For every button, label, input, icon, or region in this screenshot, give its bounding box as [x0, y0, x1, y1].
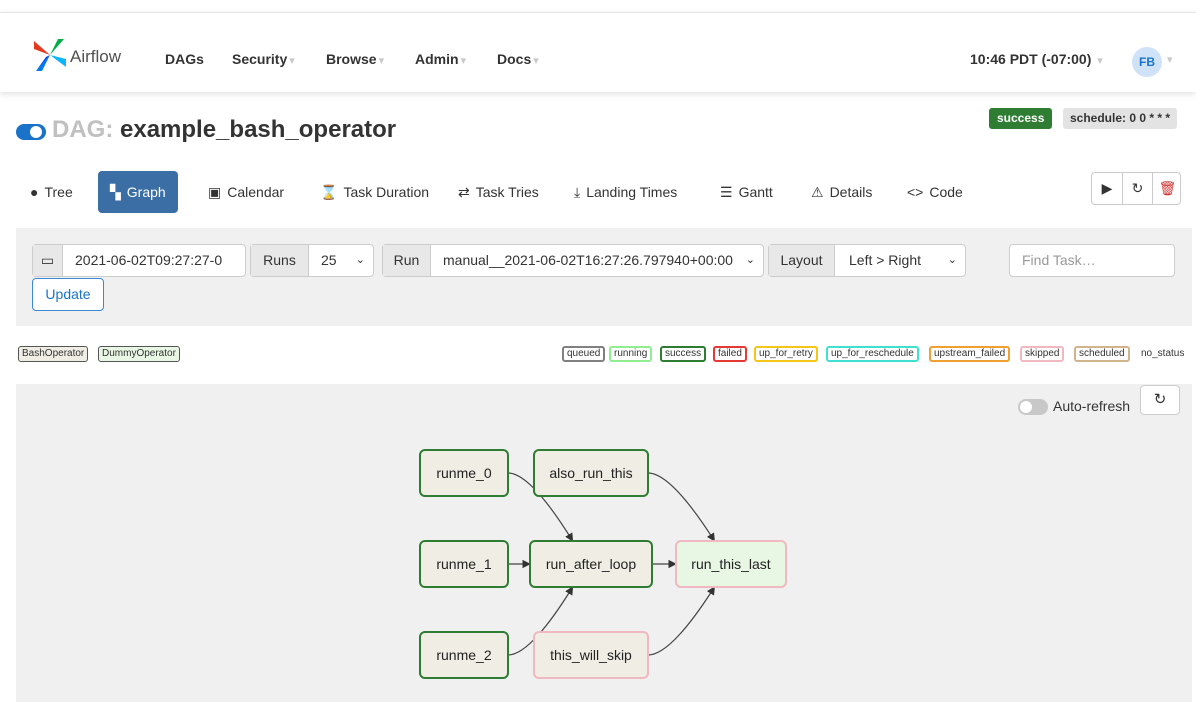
legend-operator-bash[interactable]: BashOperator — [18, 346, 89, 362]
legend-state-failed[interactable]: failed — [713, 346, 747, 362]
edge-this-will-skip-to-run-this-last — [647, 586, 716, 656]
task-node-also-run-this[interactable]: also_run_this — [533, 449, 649, 497]
chevron-down-icon: ▾ — [460, 55, 467, 67]
find-task-input[interactable]: Find Task… — [1009, 244, 1175, 277]
legend-state-up-for-reschedule[interactable]: up_for_reschedule — [826, 346, 919, 362]
dag-pause-toggle[interactable] — [16, 124, 46, 140]
tab-code[interactable]: <>Code — [907, 171, 963, 213]
task-node-runme-2[interactable]: runme_2 — [419, 631, 509, 679]
chevron-down-icon: ▾ — [289, 55, 295, 67]
legend-state-running[interactable]: running — [609, 346, 653, 362]
nav-dags[interactable]: DAGs — [165, 51, 204, 67]
base-date-input[interactable]: 2021-06-02T09:27:27-0 — [75, 252, 223, 268]
run-label: Run — [383, 245, 431, 276]
task-node-label: runme_1 — [436, 556, 491, 572]
retry-arrows-icon: ⇄ — [458, 184, 470, 200]
user-avatar[interactable]: FB — [1132, 47, 1162, 77]
runs-select[interactable]: 25⌄ — [321, 245, 373, 276]
chevron-down-icon: ⌄ — [745, 254, 755, 266]
run-select[interactable]: manual__2021-06-02T16:27:26.797940+00:00… — [443, 245, 763, 276]
chevron-down-icon: ▾ — [1097, 55, 1103, 67]
edge-also-run-this-to-run-this-last — [647, 472, 716, 542]
timezone-clock[interactable]: 10:46 PDT (-07:00) ▾ — [970, 51, 1103, 67]
run-group: Run manual__2021-06-02T16:27:26.797940+0… — [382, 244, 764, 277]
calendar-icon: ▣ — [208, 184, 222, 200]
nav-browse[interactable]: Browse▾ — [326, 51, 385, 67]
nav-admin[interactable]: Admin▾ — [415, 51, 467, 67]
calendar-icon[interactable]: ▭ — [33, 245, 63, 276]
refresh-icon: ↻ — [1131, 180, 1144, 196]
task-node-label: this_will_skip — [550, 647, 632, 663]
nav-docs[interactable]: Docs▾ — [497, 51, 539, 67]
dag-name: example_bash_operator — [120, 116, 397, 143]
tab-gantt[interactable]: ☰Gantt — [720, 171, 773, 213]
schedule-badge: schedule: 0 0 * * * — [1063, 108, 1178, 129]
auto-refresh-toggle[interactable]: Auto-refresh — [1018, 394, 1130, 418]
page-title: DAG: example_bash_operator — [52, 116, 397, 143]
refresh-icon: ↻ — [1153, 391, 1167, 408]
nav-security[interactable]: Security▾ — [232, 51, 295, 67]
airflow-logo-icon[interactable] — [32, 37, 68, 73]
tab-landing-times[interactable]: ⤓Landing Times — [574, 171, 677, 213]
tab-graph[interactable]: ▚Graph — [98, 171, 178, 213]
refresh-dag-button[interactable]: ↻ — [1122, 173, 1152, 204]
legend-state-queued[interactable]: queued — [562, 346, 606, 362]
chevron-down-icon: ▾ — [378, 55, 385, 67]
task-node-label: runme_2 — [436, 647, 491, 663]
dag-graph-canvas[interactable]: Auto-refresh ↻ runme_0 runme_1 runme_2 also… — [16, 384, 1192, 702]
legend-state-scheduled[interactable]: scheduled — [1074, 346, 1130, 362]
brand-name[interactable]: Airflow — [70, 47, 122, 66]
tab-task-duration[interactable]: ⌛Task Duration — [320, 171, 429, 213]
task-node-label: run_this_last — [691, 556, 770, 572]
chevron-down-icon[interactable]: ▾ — [1167, 54, 1173, 66]
legend-state-success[interactable]: success — [660, 346, 707, 362]
legend-state-no-status[interactable]: no_status — [1141, 348, 1185, 359]
layout-group: Layout Left > Right⌄ — [768, 244, 966, 277]
trigger-dag-button[interactable]: ▶ — [1092, 173, 1122, 204]
task-node-runme-0[interactable]: runme_0 — [419, 449, 509, 497]
task-node-label: run_after_loop — [546, 556, 637, 572]
chevron-down-icon: ⌄ — [355, 254, 365, 266]
runs-group: Runs 25⌄ — [250, 244, 374, 277]
toggle-switch-icon — [1018, 399, 1048, 416]
chevron-down-icon: ▾ — [533, 55, 539, 67]
gantt-icon: ☰ — [720, 184, 733, 200]
base-date-group: ▭ 2021-06-02T09:27:27-0 — [32, 244, 246, 277]
top-navbar: Airflow DAGs Security▾ Browse▾ Admin▾ Do… — [0, 12, 1196, 92]
plane-landing-icon: ⤓ — [574, 184, 581, 200]
task-node-label: runme_0 — [436, 465, 491, 481]
legend-state-upstream-failed[interactable]: upstream_failed — [929, 346, 1011, 362]
task-node-run-this-last[interactable]: run_this_last — [675, 540, 787, 588]
graph-filter-bar: ▭ 2021-06-02T09:27:27-0 Runs 25⌄ Run man… — [16, 228, 1192, 326]
task-node-label: also_run_this — [549, 465, 632, 481]
layout-select[interactable]: Left > Right⌄ — [849, 245, 965, 276]
dag-actions: ▶ ↻ 🗑 — [1091, 172, 1181, 205]
legend-operator-dummy[interactable]: DummyOperator — [98, 346, 180, 362]
tree-icon: ● — [30, 184, 39, 200]
task-node-run-after-loop[interactable]: run_after_loop — [529, 540, 653, 588]
tab-task-tries[interactable]: ⇄Task Tries — [458, 171, 539, 213]
tab-tree[interactable]: ●Tree — [30, 171, 73, 213]
hourglass-icon: ⌛ — [320, 184, 338, 200]
chevron-down-icon: ⌄ — [947, 254, 957, 266]
layout-label: Layout — [769, 245, 835, 276]
dag-graph-svg: runme_0 runme_1 runme_2 also_run_this run_af… — [419, 449, 787, 679]
task-node-this-will-skip[interactable]: this_will_skip — [533, 631, 649, 679]
runs-label: Runs — [251, 245, 309, 276]
legend-state-up-for-retry[interactable]: up_for_retry — [754, 346, 818, 362]
graph-refresh-button[interactable]: ↻ — [1140, 385, 1180, 415]
warning-triangle-icon: ⚠ — [811, 184, 824, 200]
code-icon: <> — [907, 184, 924, 200]
tab-details[interactable]: ⚠Details — [811, 171, 872, 213]
update-button[interactable]: Update — [32, 278, 104, 311]
delete-dag-button[interactable]: 🗑 — [1152, 173, 1182, 204]
legend-state-skipped[interactable]: skipped — [1020, 346, 1065, 362]
task-node-runme-1[interactable]: runme_1 — [419, 540, 509, 588]
tab-calendar[interactable]: ▣Calendar — [208, 171, 284, 213]
play-icon: ▶ — [1101, 180, 1113, 196]
trash-icon: 🗑 — [1158, 180, 1177, 196]
graph-icon: ▚ — [110, 184, 121, 200]
dag-state-badge: success — [989, 108, 1053, 129]
